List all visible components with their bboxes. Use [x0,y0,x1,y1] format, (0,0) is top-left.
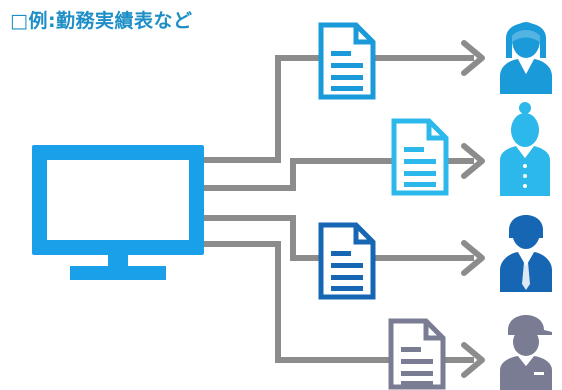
document-icon [318,222,376,300]
connector-line-4 [200,241,474,363]
female-office-worker-icon [500,22,552,94]
connector-line-1 [200,55,474,163]
arrow-heads [461,40,485,378]
male-office-worker-icon [500,215,552,292]
arrow-head-2 [461,143,485,179]
connector-line-2 [200,158,474,191]
document-icon [388,318,446,390]
arrow-head-3 [461,240,485,276]
arrow-head-1 [461,40,485,76]
uniformed-worker-cap-icon [500,315,552,390]
page-title: □例:勤務実績表など [10,10,193,32]
document-icon [318,22,376,100]
arrow-head-4 [461,342,485,378]
computer-monitor-icon [32,145,204,280]
connector-line-3 [200,215,474,261]
female-staff-icon [500,102,550,196]
connector-lines [200,55,474,363]
document-icon [391,118,449,196]
